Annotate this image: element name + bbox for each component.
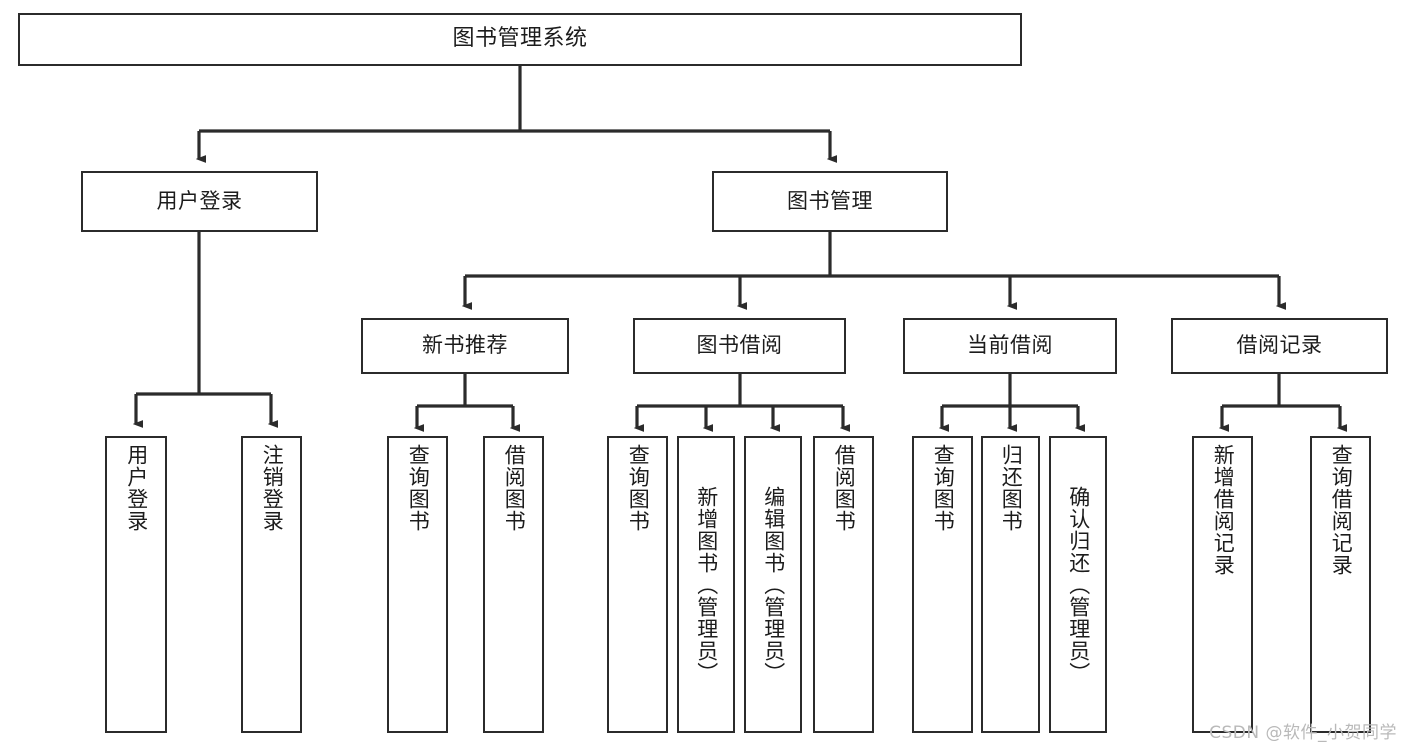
node-leaf-user-login[interactable]: 用户登录	[105, 436, 167, 733]
node-leaf-query-book-borrow[interactable]: 查询图书	[607, 436, 668, 733]
node-label: 用户登录	[156, 188, 243, 213]
node-label: 查询图书	[931, 444, 956, 532]
node-leaf-return-book[interactable]: 归还图书	[981, 436, 1040, 733]
node-label: 图书管理系统	[452, 26, 588, 52]
node-leaf-logout-login[interactable]: 注销登录	[241, 436, 302, 733]
node-label: 借阅图书	[502, 444, 527, 532]
node-label: 查询借阅记录	[1329, 444, 1354, 576]
node-label: 当前借阅	[967, 333, 1053, 358]
node-label: 新书推荐	[422, 333, 508, 358]
node-label: 确认归还（管理员）	[1066, 485, 1091, 684]
node-label: 用户登录	[124, 444, 149, 532]
node-label: 借阅图书	[832, 444, 857, 532]
node-leaf-query-book-recommend[interactable]: 查询图书	[387, 436, 448, 733]
node-label: 查询图书	[406, 444, 431, 532]
node-leaf-confirm-return[interactable]: 确认归还（管理员）	[1049, 436, 1107, 733]
node-borrow-record[interactable]: 借阅记录	[1171, 318, 1388, 374]
node-label: 借阅记录	[1236, 333, 1323, 358]
node-leaf-borrow-book[interactable]: 借阅图书	[813, 436, 874, 733]
node-label: 新增图书（管理员）	[694, 485, 719, 684]
node-label: 编辑图书（管理员）	[761, 485, 786, 684]
node-leaf-borrow-book-recommend[interactable]: 借阅图书	[483, 436, 544, 733]
node-book-management[interactable]: 图书管理	[712, 171, 948, 232]
node-new-book-recommend[interactable]: 新书推荐	[361, 318, 569, 374]
node-current-borrow[interactable]: 当前借阅	[903, 318, 1117, 374]
node-leaf-query-borrow-record[interactable]: 查询借阅记录	[1310, 436, 1371, 733]
node-book-borrow[interactable]: 图书借阅	[633, 318, 846, 374]
node-label: 查询图书	[626, 444, 651, 532]
node-leaf-query-book-current[interactable]: 查询图书	[912, 436, 973, 733]
node-label: 注销登录	[260, 444, 285, 532]
node-leaf-edit-book[interactable]: 编辑图书（管理员）	[744, 436, 802, 733]
node-label: 图书管理	[787, 188, 873, 213]
node-label: 归还图书	[999, 444, 1024, 532]
node-label: 新增借阅记录	[1211, 444, 1236, 576]
node-leaf-add-borrow-record[interactable]: 新增借阅记录	[1192, 436, 1253, 733]
node-root-system[interactable]: 图书管理系统	[18, 13, 1022, 66]
watermark-text: CSDN @软件_小贺同学	[1209, 723, 1397, 743]
node-leaf-add-book[interactable]: 新增图书（管理员）	[677, 436, 735, 733]
node-user-login[interactable]: 用户登录	[81, 171, 318, 232]
node-label: 图书借阅	[696, 333, 783, 358]
